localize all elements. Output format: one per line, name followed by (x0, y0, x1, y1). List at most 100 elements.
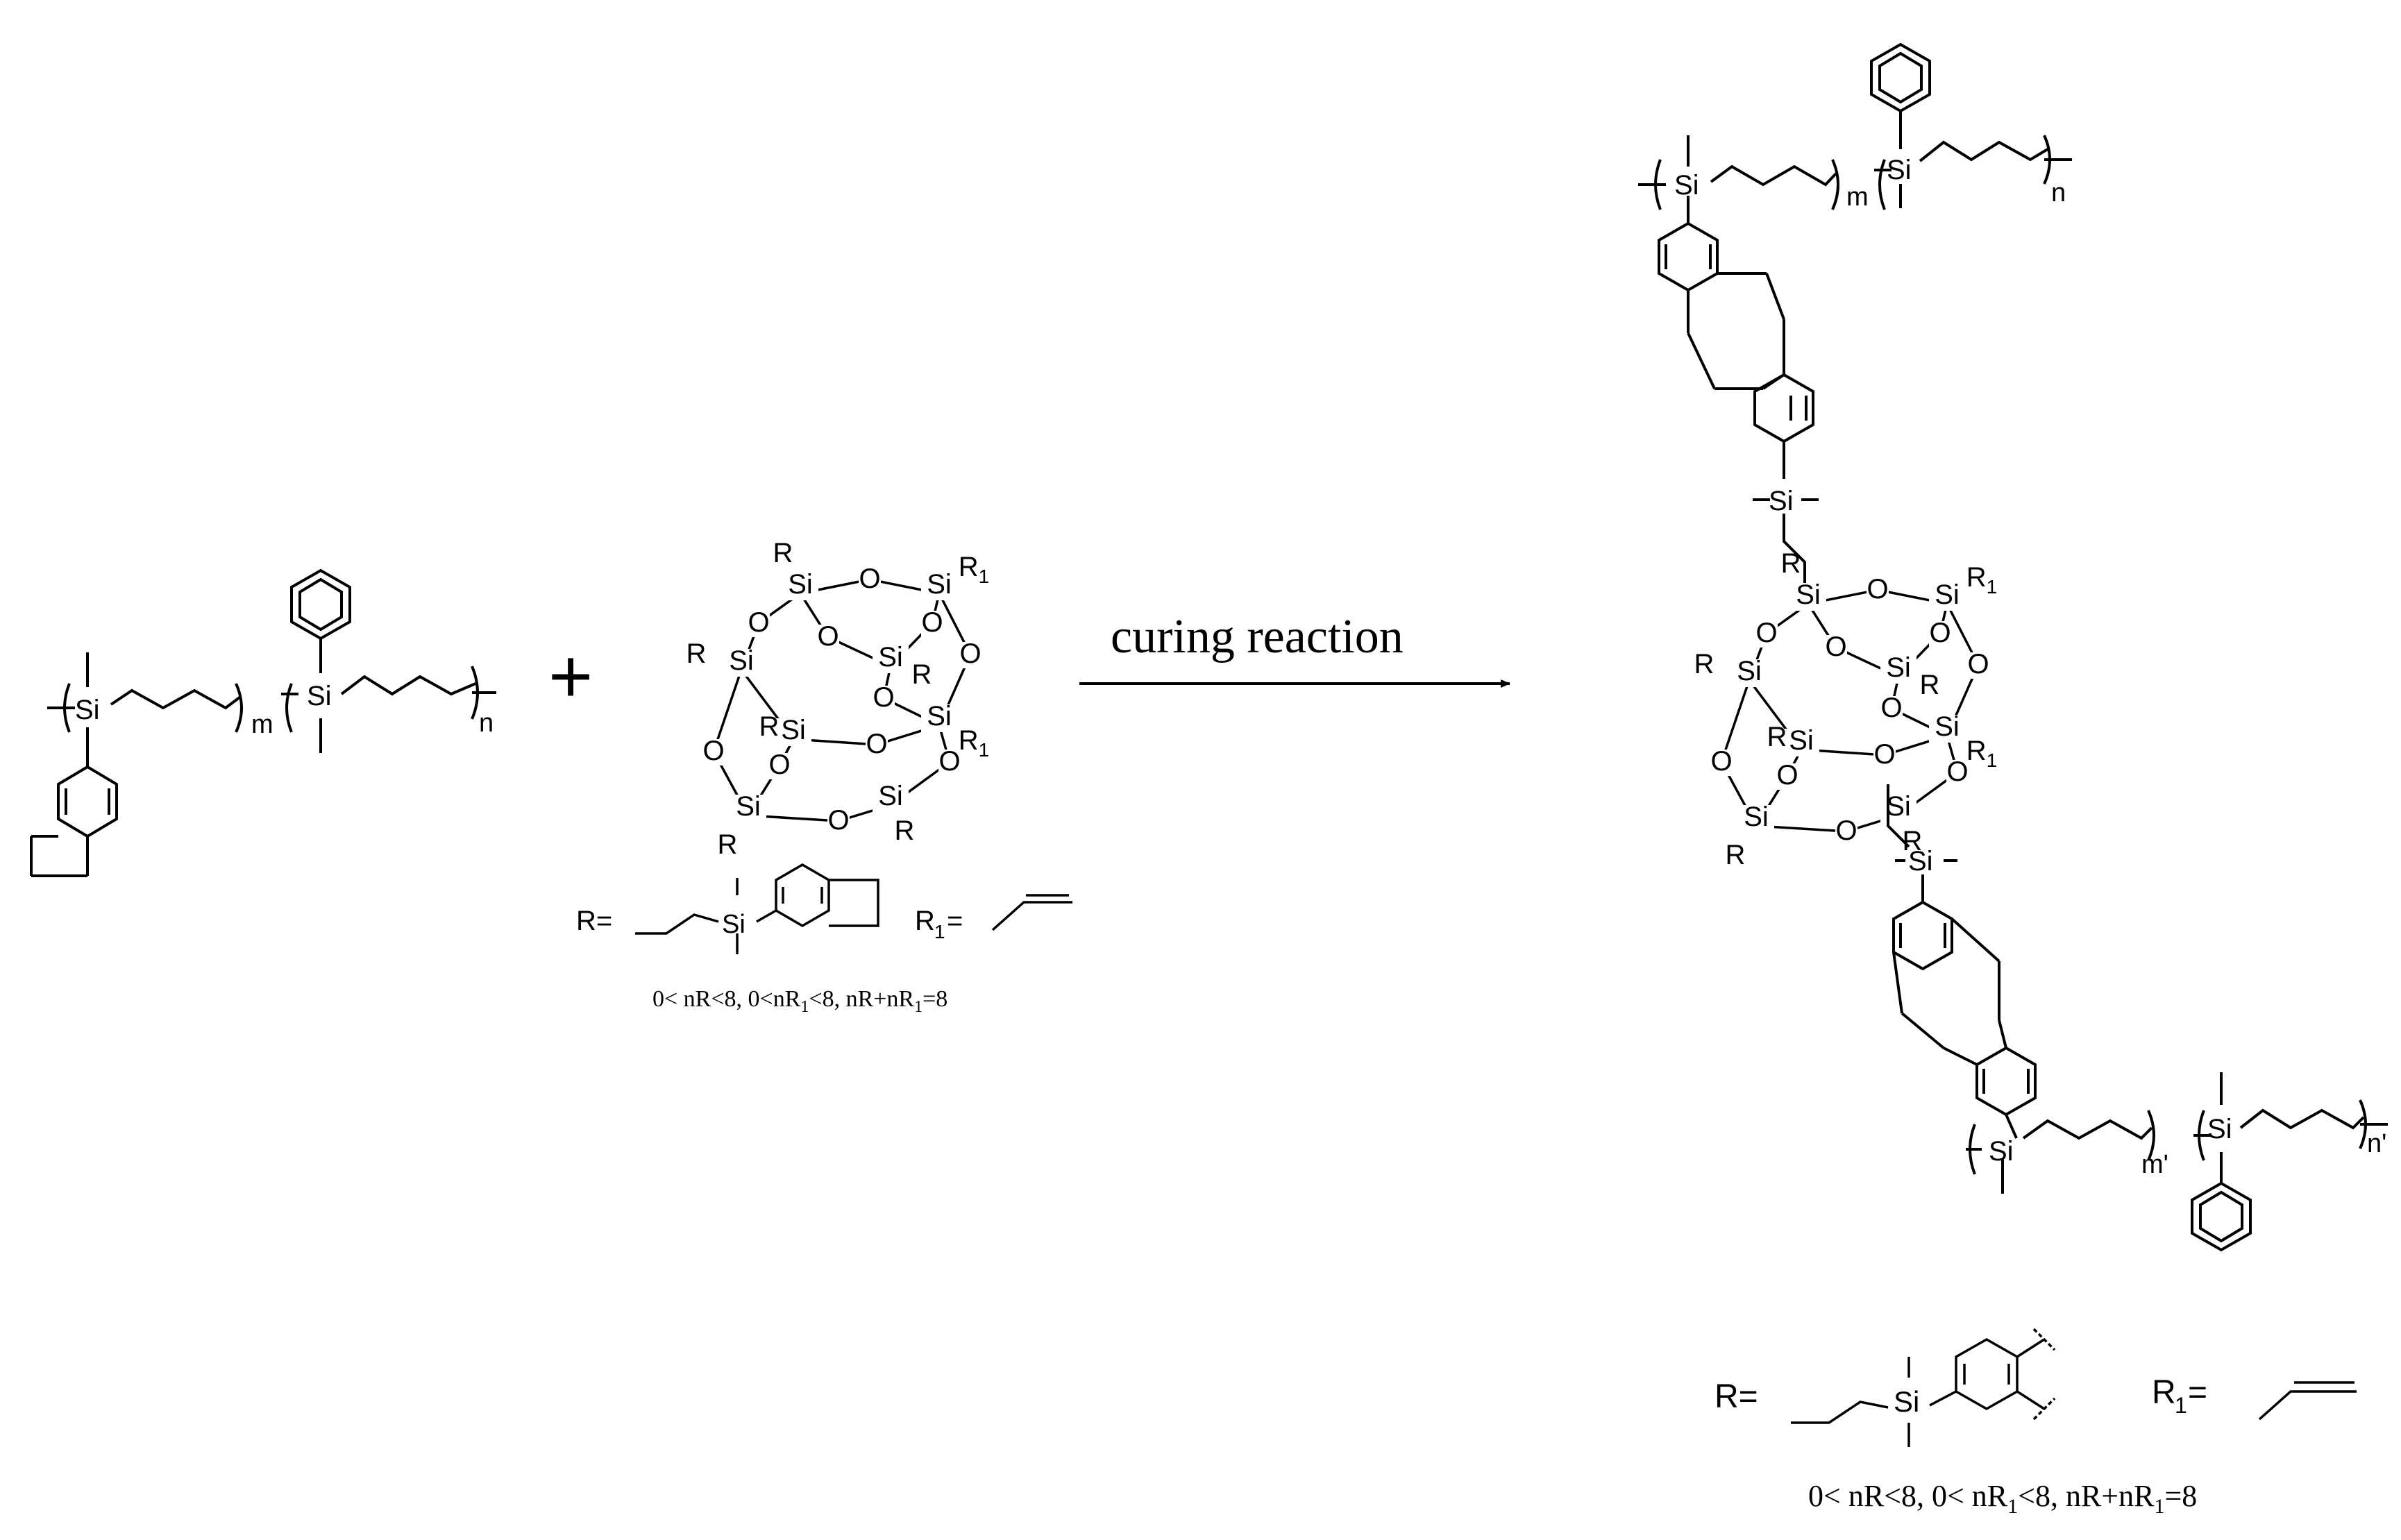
product-legend-r-si: Si (1894, 1385, 1919, 1418)
si-atom-b1: Si (1789, 725, 1814, 756)
poss-legend-r1-eq: = (947, 906, 963, 936)
product-legend-condition: 0< nR<8, 0< nR1<8, nR+nR1=8 (1808, 1479, 2197, 1518)
r-substituent-2: R (1767, 722, 1787, 752)
o-atom-c: O (921, 607, 943, 638)
r1-substituent-1: R1 (1966, 736, 1997, 771)
si-atom-t2: Si (1935, 579, 1960, 610)
product-bottom-phenyl (2191, 1181, 2252, 1252)
o-atom-f: O (1710, 746, 1732, 777)
o-atom-g: O (1776, 760, 1798, 790)
product-legend-r1-eq: = (2188, 1374, 2207, 1411)
polymer-index-m: m (251, 710, 273, 739)
r-substituent-1: R (1694, 649, 1715, 679)
product-top-si-2: Si (1887, 155, 1912, 185)
si-o-bond (1720, 679, 1751, 763)
si-atom-b4: Si (878, 781, 903, 811)
plus-sign: + (548, 634, 593, 719)
si-atom-t1: Si (1796, 579, 1821, 610)
si-atom-b3: Si (736, 791, 761, 822)
r1-substituent-0: R1 (959, 552, 989, 587)
product-bottom-aryl-2 (1975, 1046, 2037, 1117)
si-atom-t3: Si (729, 645, 754, 676)
si-atom-b3: Si (1744, 802, 1769, 832)
r1-substituent-1: R1 (959, 725, 989, 761)
polymer-si-2: Si (307, 681, 332, 711)
o-atom-h: O (866, 729, 887, 759)
o-atom-b: O (748, 607, 769, 638)
polymer-index-n: n (479, 709, 494, 738)
product-legend-r-label: R= (1715, 1378, 1758, 1415)
o-atom-h: O (1873, 739, 1895, 770)
product-top-si-1: Si (1674, 170, 1699, 201)
si-atom-t4: Si (1886, 652, 1911, 683)
r-substituent-3: R (1920, 670, 1940, 700)
product-legend: R= Si R 1 = 0< nR<8, 0< nR1<8, nR+nR1=8 (1715, 1328, 2357, 1518)
product-index-n: n (2051, 178, 2066, 208)
product-index-n-prime: n' (2367, 1129, 2386, 1158)
o-atom-j: O (827, 805, 849, 836)
product-index-m-prime: m' (2141, 1150, 2168, 1179)
poss-legend-r1-sub: 1 (934, 921, 945, 942)
product-top-phenyl (1870, 42, 1931, 113)
product-bottom-labels: Si Si Si m' n' (1908, 846, 2386, 1179)
o-atom-i: O (1946, 756, 1968, 787)
si-o-bond (712, 669, 743, 752)
product-legend-r1-sub: 1 (2175, 1393, 2187, 1418)
poss-legend-r-si: Si (722, 910, 745, 939)
product-top-aryl-1 (1658, 221, 1719, 292)
phenyl-ring (290, 568, 351, 641)
r-substituent-0: R (1781, 548, 1801, 579)
reactant-polymer (30, 568, 496, 877)
r1-substituent-0: R1 (1966, 562, 1997, 598)
product-top-si-3: Si (1769, 486, 1794, 516)
reactant-polymer-labels: Si Si m n (75, 681, 494, 739)
si-atom-b2: Si (927, 701, 952, 731)
product-top-chain (1638, 42, 2072, 583)
si-atom-b2: Si (1935, 711, 1960, 742)
o-atom-k: O (959, 638, 981, 669)
arrow-label: curing reaction (1111, 610, 1404, 663)
r-substituent-4: R (718, 829, 738, 860)
product-bottom-chain (1887, 784, 2388, 1252)
si-atom-t3: Si (1737, 656, 1762, 686)
polymer-m-bracket-close (235, 683, 243, 733)
o-atom-i: O (938, 746, 960, 777)
product-bottom-si-3: Si (2207, 1114, 2232, 1144)
o-atom-a: O (859, 564, 880, 594)
product-top-labels: Si Si m n Si (1674, 155, 2066, 516)
product-bottom-aryl-1 (1892, 900, 1953, 971)
r-substituent-0: R (773, 538, 793, 568)
product-bottom-si-2: Si (1989, 1136, 2014, 1167)
si-atom-t2: Si (927, 569, 952, 600)
poss-legend-r1-label: R (915, 906, 935, 936)
si-atom-b4: Si (1886, 791, 1911, 822)
product-bottom-si-1: Si (1908, 846, 1933, 877)
o-atom-e: O (873, 682, 894, 713)
o-atom-d: O (817, 621, 839, 652)
r-substituent-5: R (895, 815, 915, 846)
o-atom-d: O (1825, 632, 1846, 662)
poss-legend-condition: 0< nR<8, 0<nR1<8, nR+nR1=8 (652, 986, 947, 1016)
polymer-si-1: Si (75, 695, 100, 725)
product-legend-r1-label: R (2152, 1374, 2176, 1411)
o-atom-e: O (1880, 693, 1902, 723)
o-atom-k: O (1967, 649, 1989, 679)
polymer-n-bracket-open (285, 683, 293, 733)
o-atom-b: O (1755, 618, 1777, 648)
o-atom-a: O (1867, 574, 1888, 604)
r-substituent-4: R (1726, 840, 1746, 870)
o-atom-j: O (1835, 815, 1857, 846)
product-top-aryl-2 (1753, 373, 1814, 443)
poss-legend-r-label: R= (576, 906, 612, 936)
poss-legend: R= Si R 1 = 0< nR<8, 0<nR1<8, nR+nR1=8 (576, 863, 1072, 1016)
si-atom-b1: Si (781, 715, 806, 745)
r-substituent-1: R (686, 638, 707, 669)
si-atom-t4: Si (878, 642, 903, 672)
si-atom-t1: Si (788, 569, 813, 600)
r-substituent-3: R (912, 659, 932, 690)
o-atom-c: O (1929, 618, 1951, 648)
